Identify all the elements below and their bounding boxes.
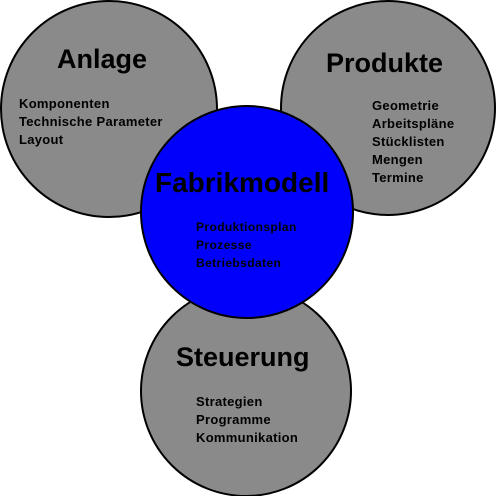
fabrikmodell-item-list: Produktionsplan Prozesse Betriebsdaten bbox=[196, 218, 297, 272]
steuerung-item: Kommunikation bbox=[196, 430, 299, 445]
anlage-item-list: Komponenten Technische Parameter Layout bbox=[19, 95, 163, 149]
produkte-item-list: Geometrie Arbeitspläne Stücklisten Menge… bbox=[372, 97, 454, 187]
produkte-item: Stücklisten bbox=[372, 134, 445, 149]
fabrikmodell-item: Betriebsdaten bbox=[196, 256, 282, 270]
anlage-item: Layout bbox=[19, 132, 64, 147]
steuerung-item: Programme bbox=[196, 412, 271, 427]
produkte-title: Produkte bbox=[326, 48, 444, 78]
steuerung-title: Steuerung bbox=[176, 342, 310, 372]
produkte-item: Arbeitspläne bbox=[372, 116, 455, 131]
anlage-item: Komponenten bbox=[19, 96, 110, 111]
anlage-item: Technische Parameter bbox=[19, 114, 163, 129]
anlage-title: Anlage bbox=[57, 44, 148, 74]
fabrikmodell-title: Fabrikmodell bbox=[155, 167, 330, 198]
fabrikmodell-item: Produktionsplan bbox=[196, 220, 297, 234]
fabrikmodell-circle bbox=[140, 105, 354, 319]
produkte-item: Termine bbox=[372, 170, 424, 185]
steuerung-item-list: Strategien Programme Kommunikation bbox=[196, 393, 298, 447]
produkte-item: Mengen bbox=[372, 152, 423, 167]
steuerung-item: Strategien bbox=[196, 394, 263, 409]
produkte-item: Geometrie bbox=[372, 98, 440, 113]
fabrikmodell-item: Prozesse bbox=[196, 238, 252, 252]
